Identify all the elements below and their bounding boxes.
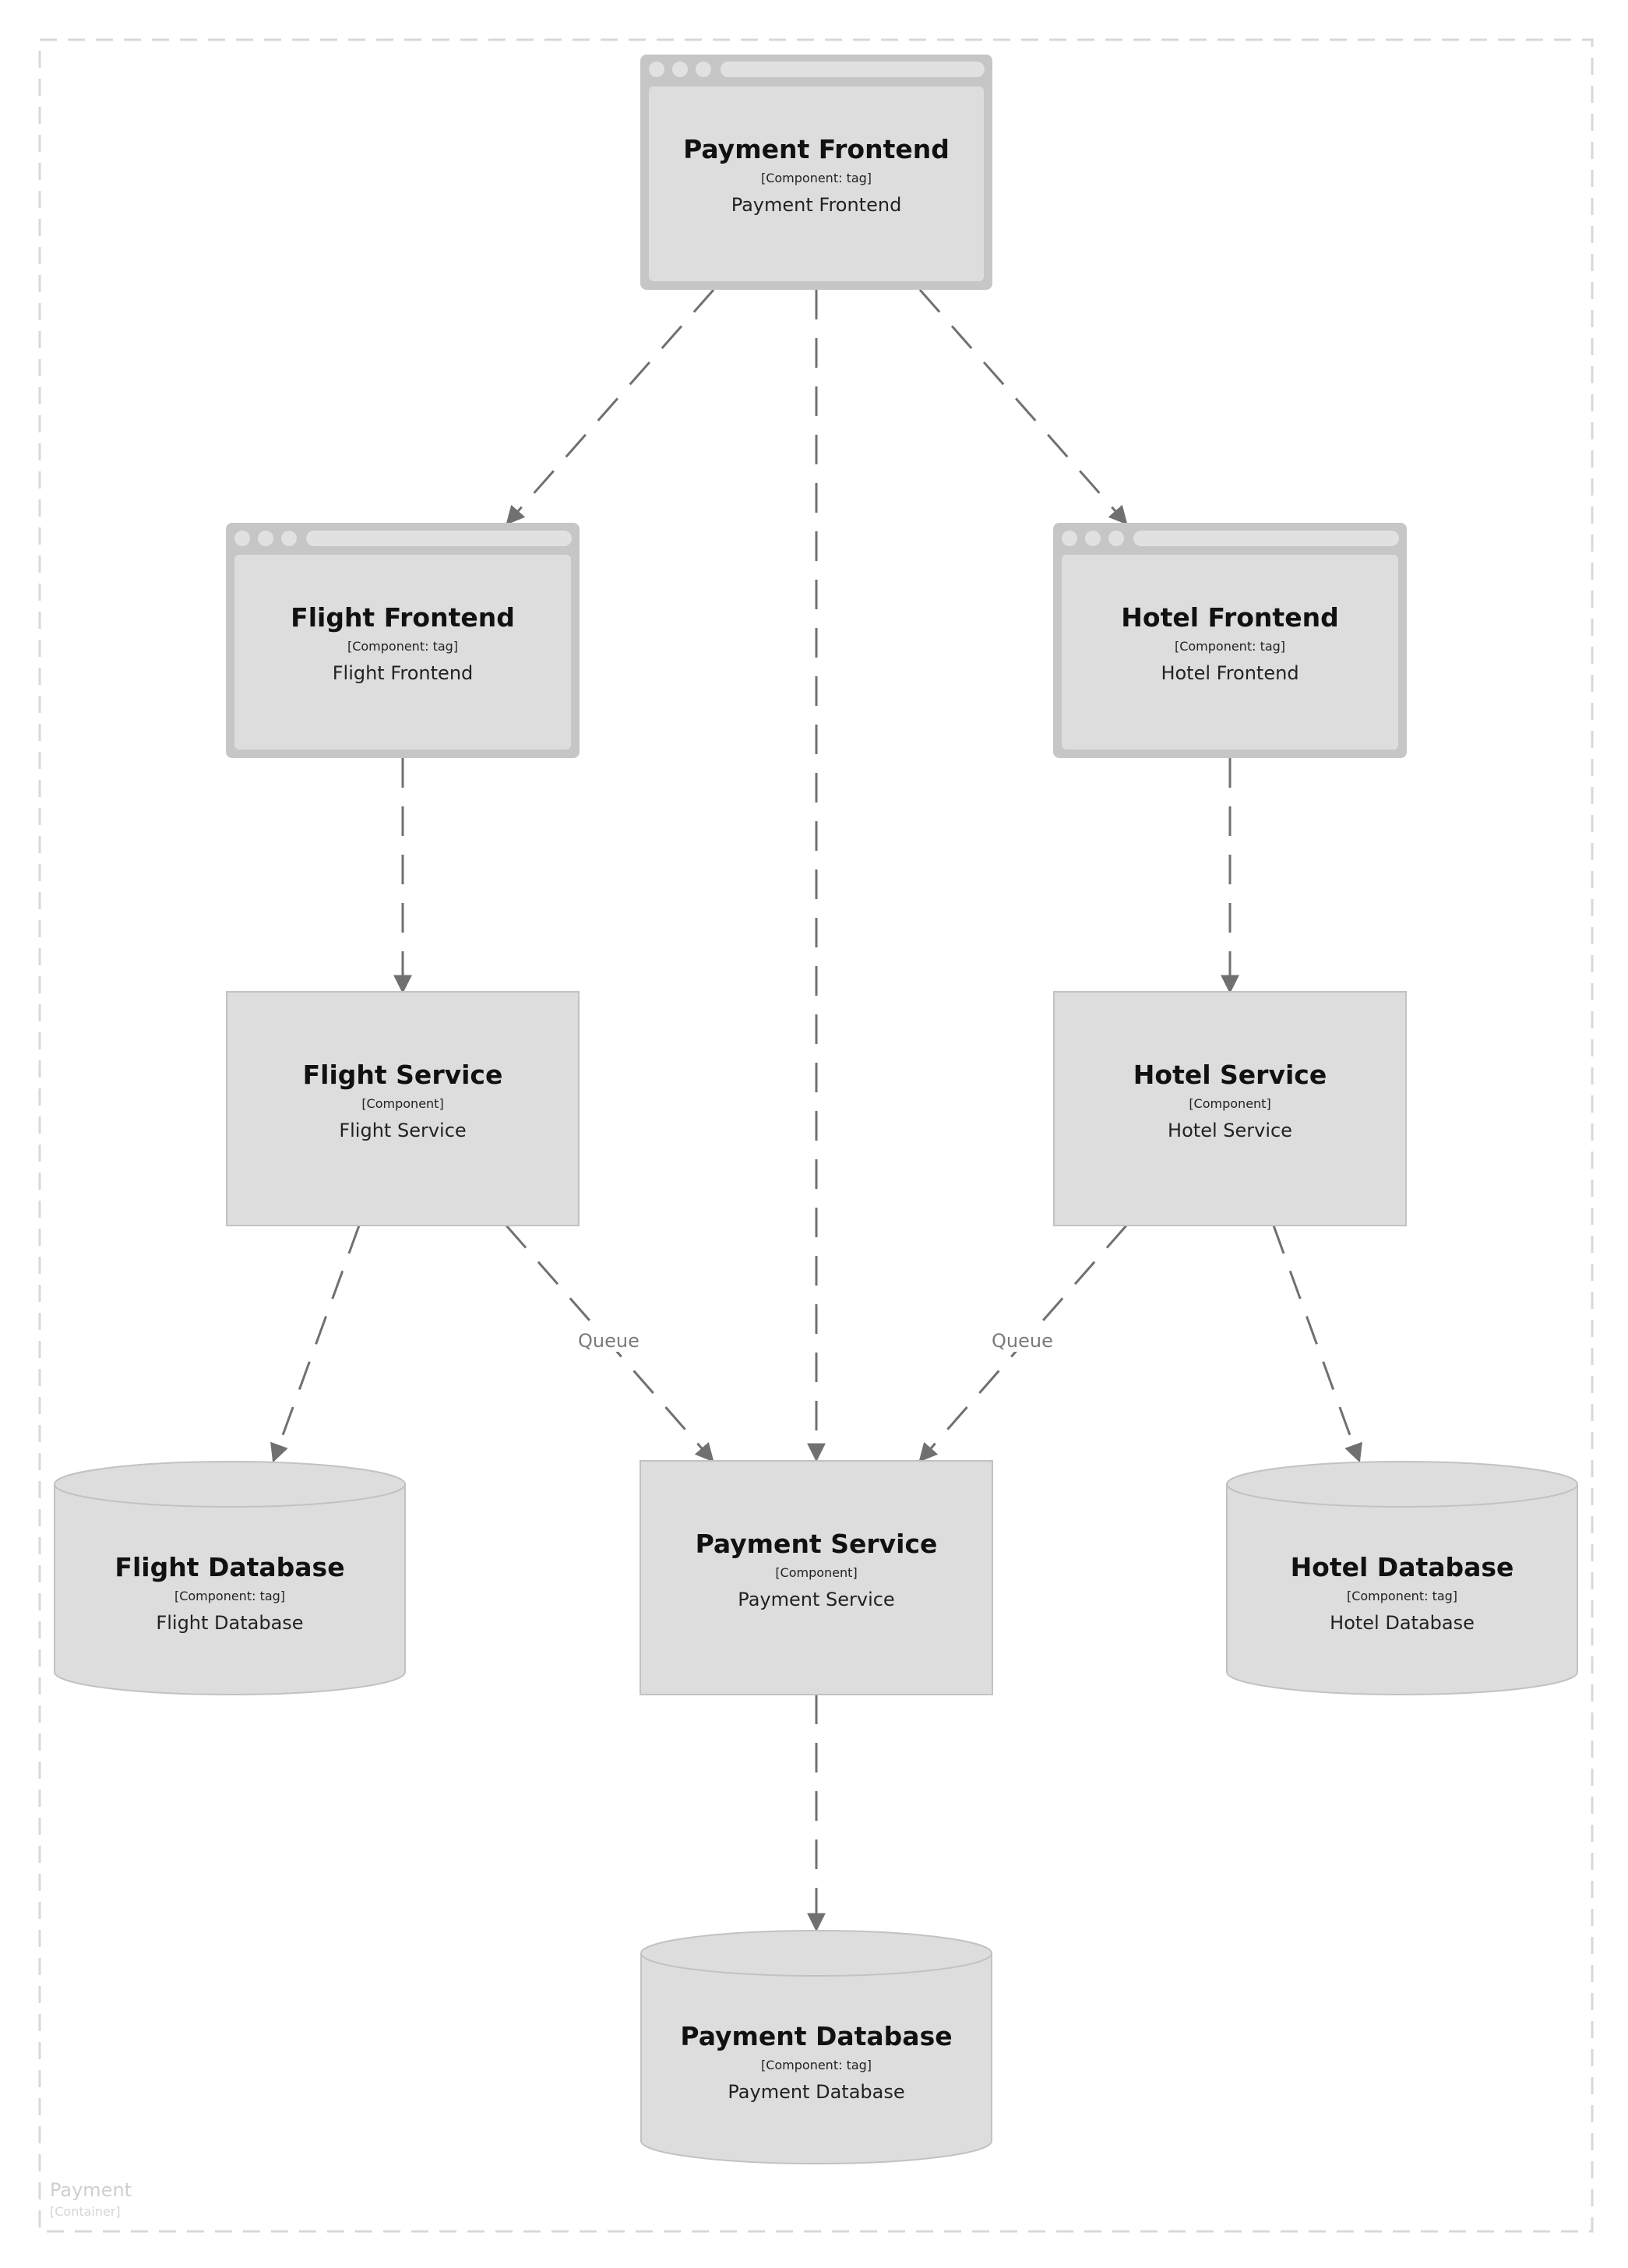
boundary-name: Payment	[50, 2179, 132, 2201]
flight-frontend-node[interactable]	[226, 523, 580, 758]
payment-service-node[interactable]	[640, 1460, 993, 1695]
payment-frontend-title: Payment Frontend	[683, 134, 950, 164]
edge-payment-frontend-to-hotel-frontend	[918, 289, 1128, 525]
flight-service-tag: [Component]	[361, 1096, 444, 1111]
hotel-service-tag: [Component]	[1189, 1096, 1271, 1111]
payment-frontend-text: Payment Frontend [Component: tag] Paymen…	[649, 134, 984, 217]
edge-flight-service-to-flight-database	[270, 1225, 361, 1463]
hotel-frontend-title: Hotel Frontend	[1121, 602, 1339, 633]
payment-database-node[interactable]	[640, 1930, 992, 2164]
hotel-frontend-text: Hotel Frontend [Component: tag] Hotel Fr…	[1062, 602, 1398, 685]
payment-service-tag: [Component]	[775, 1565, 858, 1580]
flight-frontend-title: Flight Frontend	[291, 602, 515, 633]
hotel-service-text: Hotel Service [Component] Hotel Service	[1054, 1060, 1406, 1142]
flight-frontend-text: Flight Frontend [Component: tag] Flight …	[234, 602, 571, 685]
flight-service-text: Flight Service [Component] Flight Servic…	[227, 1060, 579, 1142]
edge-payment-frontend-to-flight-frontend	[506, 289, 715, 525]
hotel-database-desc: Hotel Database	[1330, 1612, 1475, 1634]
payment-frontend-tag: [Component: tag]	[760, 171, 872, 185]
edge-label-flight-queue: Queue	[575, 1330, 643, 1352]
payment-frontend-desc: Payment Frontend	[731, 194, 902, 216]
payment-service-title: Payment Service	[695, 1529, 938, 1559]
payment-frontend-node[interactable]	[640, 55, 992, 290]
hotel-service-desc: Hotel Service	[1168, 1120, 1292, 1141]
hotel-database-title: Hotel Database	[1290, 1552, 1514, 1582]
payment-service-desc: Payment Service	[738, 1589, 895, 1610]
boundary-type: [Container]	[50, 2204, 121, 2219]
hotel-frontend-node[interactable]	[1053, 523, 1407, 758]
payment-database-tag: [Component: tag]	[760, 2058, 872, 2072]
edge-label-hotel-queue: Queue	[988, 1330, 1056, 1352]
payment-database-desc: Payment Database	[728, 2081, 905, 2103]
hotel-frontend-tag: [Component: tag]	[1174, 639, 1286, 654]
hotel-frontend-desc: Hotel Frontend	[1161, 662, 1299, 684]
flight-service-title: Flight Service	[302, 1060, 503, 1090]
payment-database-text: Payment Database [Component: tag] Paymen…	[641, 2021, 992, 2104]
flight-database-desc: Flight Database	[156, 1612, 304, 1634]
container-boundary	[38, 38, 1594, 2233]
payment-database-title: Payment Database	[680, 2021, 953, 2051]
flight-frontend-desc: Flight Frontend	[332, 662, 474, 684]
flight-database-tag: [Component: tag]	[174, 1589, 286, 1603]
hotel-service-title: Hotel Service	[1133, 1060, 1327, 1090]
hotel-service-node[interactable]	[1053, 991, 1407, 1226]
flight-service-node[interactable]	[226, 991, 580, 1226]
flight-database-text: Flight Database [Component: tag] Flight …	[55, 1552, 405, 1635]
flight-frontend-tag: [Component: tag]	[347, 639, 459, 654]
flight-service-desc: Flight Service	[339, 1120, 467, 1141]
hotel-database-tag: [Component: tag]	[1346, 1589, 1458, 1603]
edge-hotel-service-to-hotel-database	[1272, 1225, 1362, 1463]
flight-database-node[interactable]	[54, 1461, 406, 1695]
hotel-database-text: Hotel Database [Component: tag] Hotel Da…	[1227, 1552, 1577, 1635]
hotel-database-node[interactable]	[1226, 1461, 1578, 1695]
payment-service-text: Payment Service [Component] Payment Serv…	[640, 1529, 992, 1611]
flight-database-title: Flight Database	[115, 1552, 345, 1582]
